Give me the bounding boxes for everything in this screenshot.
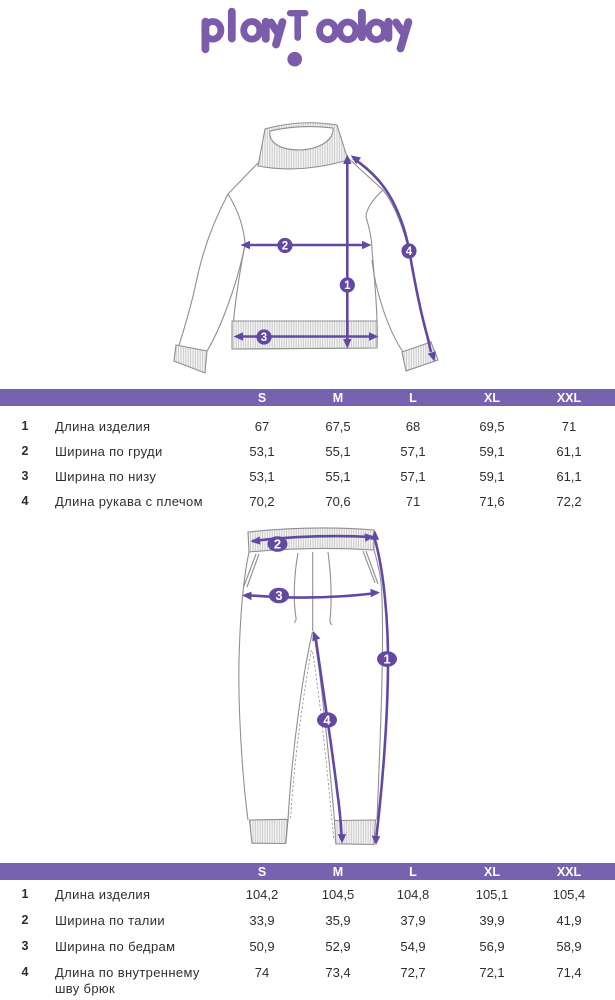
svg-text:2: 2 (282, 241, 288, 253)
svg-text:4: 4 (406, 246, 413, 258)
svg-text:1: 1 (344, 280, 351, 292)
svg-text:4: 4 (323, 713, 331, 728)
svg-text:3: 3 (261, 332, 267, 344)
svg-text:1: 1 (383, 652, 390, 667)
svg-text:3: 3 (275, 588, 282, 603)
svg-text:2: 2 (274, 537, 281, 552)
